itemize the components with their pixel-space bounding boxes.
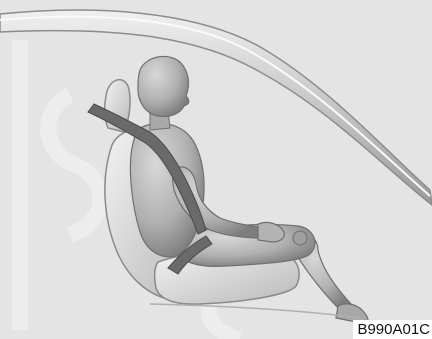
dummy-knee-joint [293, 231, 307, 245]
figure-code-label: B990A01C [353, 320, 432, 339]
dummy-head [138, 56, 189, 116]
